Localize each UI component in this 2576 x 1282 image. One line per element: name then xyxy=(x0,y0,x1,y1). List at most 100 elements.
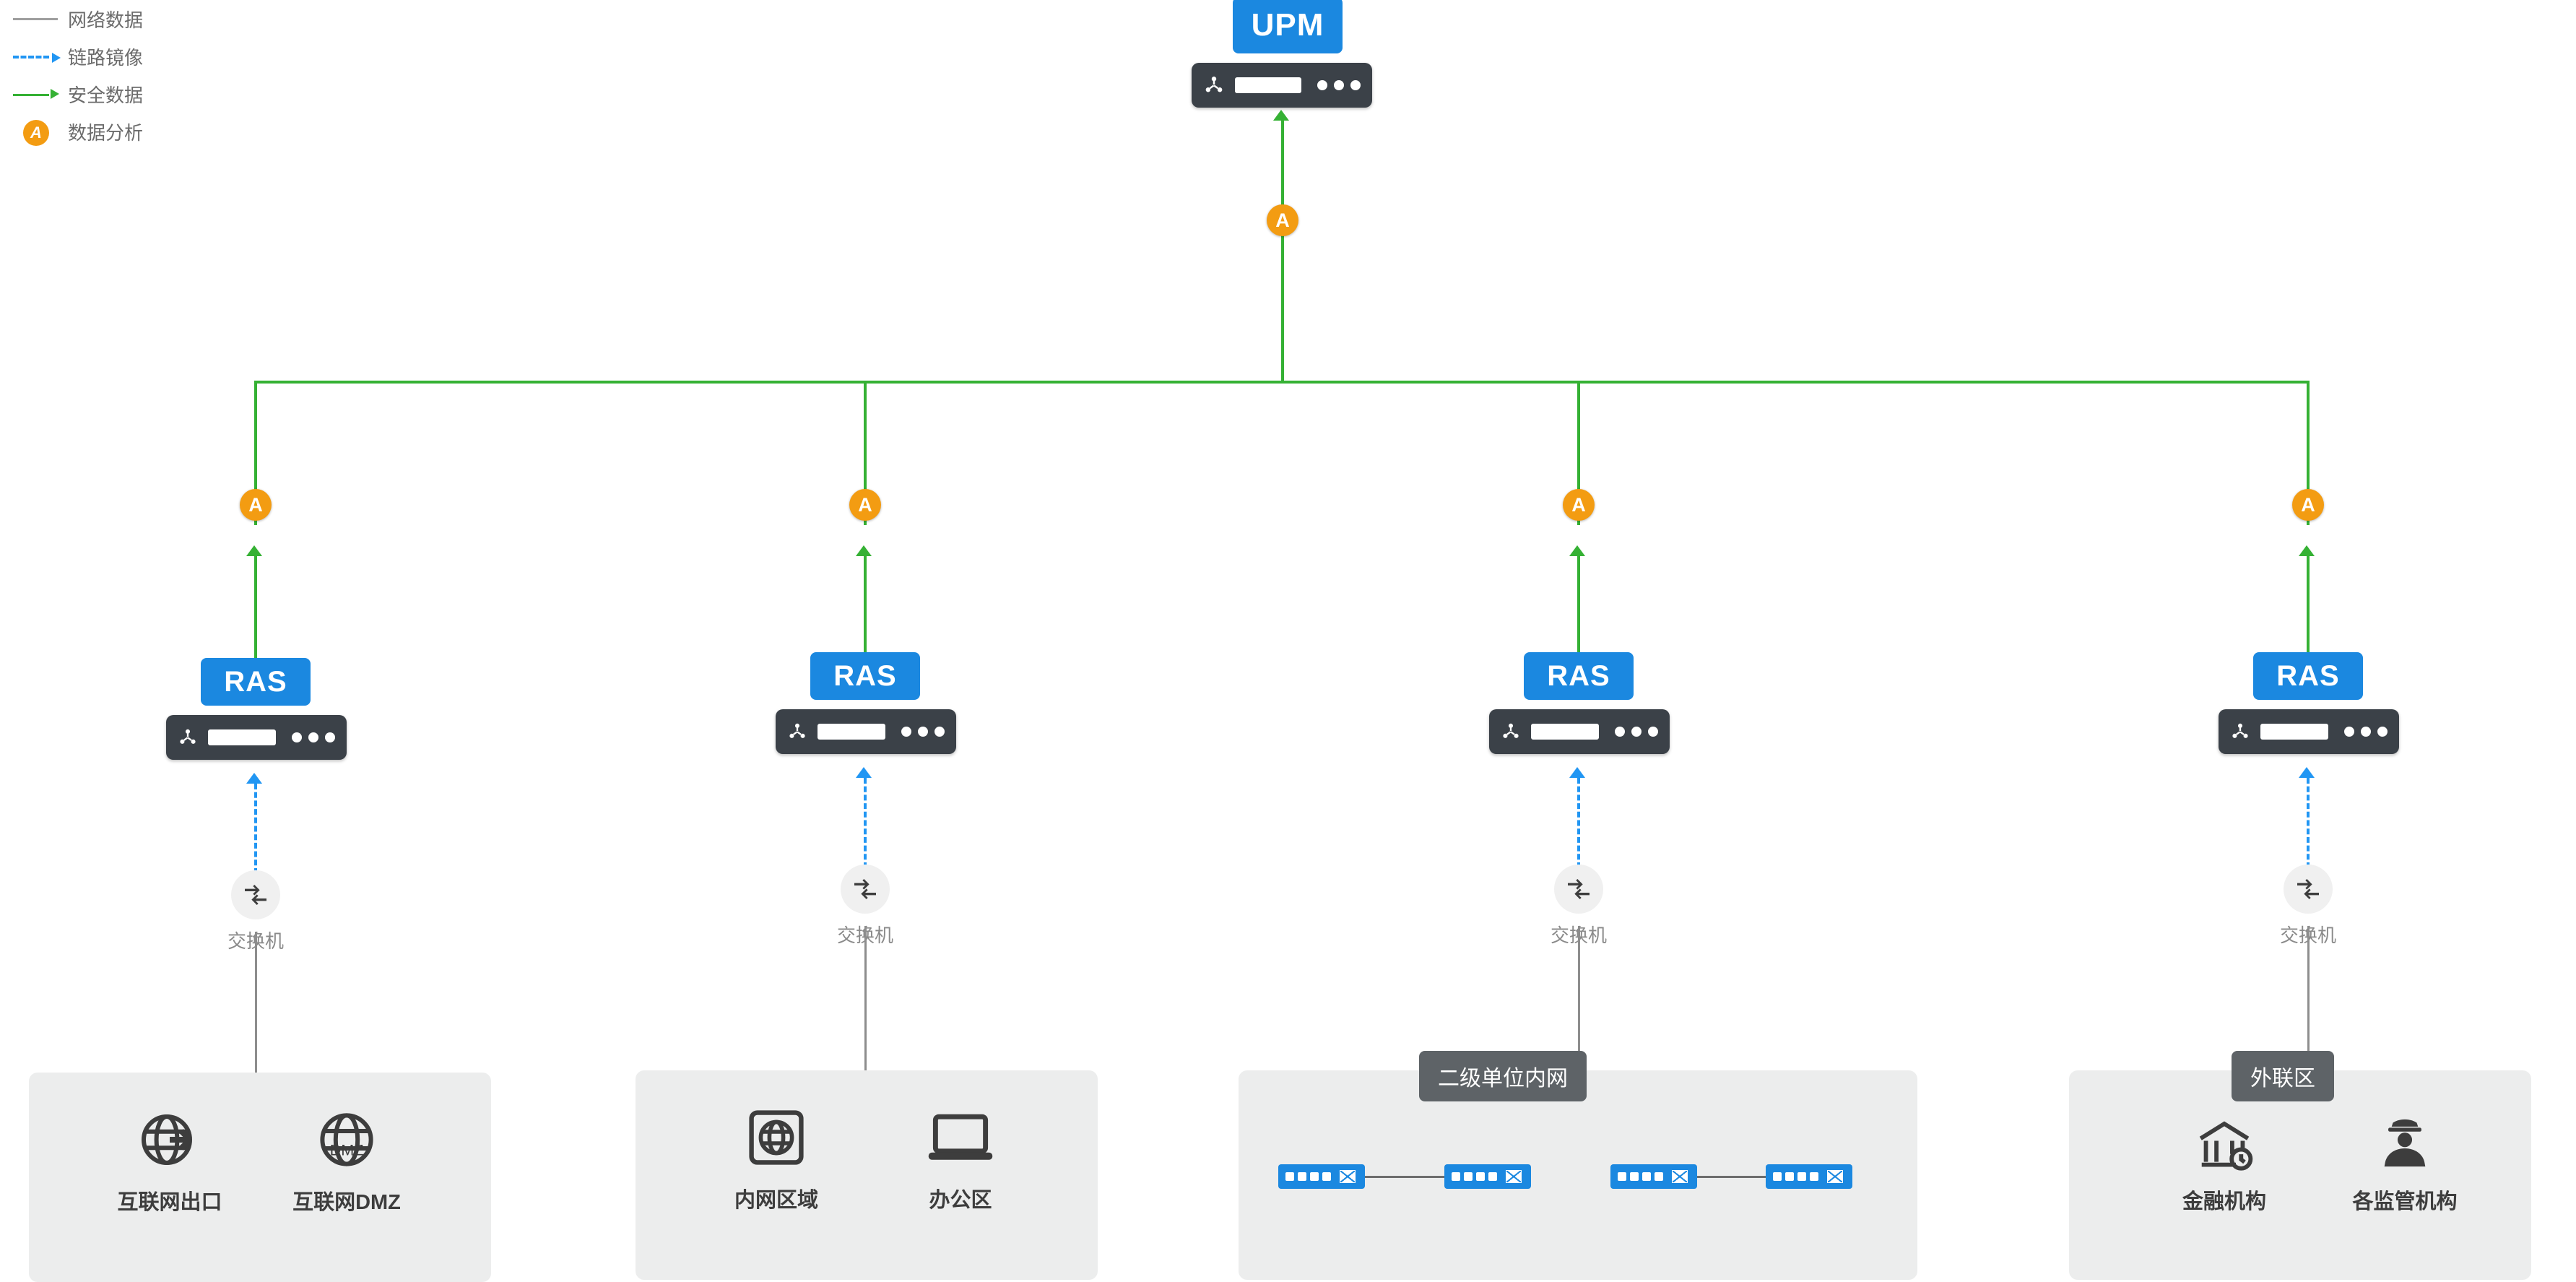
legend-item-network-data: 网络数据 xyxy=(7,0,224,38)
ras-node-label-1[interactable]: RAS xyxy=(201,658,311,706)
branch-line-1b xyxy=(254,556,257,693)
item-intranet-zone[interactable]: 内网区域 xyxy=(693,1103,859,1213)
group-box-internet xyxy=(29,1073,491,1282)
legend-label: 网络数据 xyxy=(68,9,144,31)
item-label: 互联网DMZ xyxy=(292,1191,401,1214)
mirror-arrow-4 xyxy=(2299,767,2315,778)
mirror-line-2 xyxy=(864,778,867,868)
switch-node-1[interactable] xyxy=(231,870,280,919)
cluster-icon xyxy=(180,729,196,744)
analysis-badge-upm[interactable]: A xyxy=(1267,204,1298,236)
upm-server[interactable] xyxy=(1192,63,1372,108)
legend: 网络数据 链路镜像 安全数据 A 数据分析 xyxy=(7,0,224,150)
orange-a-badge-icon: A xyxy=(7,120,64,146)
legend-label: 数据分析 xyxy=(68,121,144,144)
item-regulator-org[interactable]: 各监管机构 xyxy=(2322,1116,2488,1215)
branch-arrow-4 xyxy=(2299,545,2315,556)
mirror-arrow-1 xyxy=(246,773,262,784)
regulator-officer-icon xyxy=(2384,1119,2426,1167)
analysis-badge-4[interactable]: A xyxy=(2292,489,2324,521)
branch-line-1 xyxy=(254,381,257,525)
secondary-switch-2[interactable] xyxy=(1444,1164,1531,1189)
branch-line-3 xyxy=(1577,381,1580,525)
server-status-dots xyxy=(1317,80,1361,90)
item-label: 互联网出口 xyxy=(117,1191,222,1214)
server-bar xyxy=(208,729,276,745)
branch-arrow-1 xyxy=(246,545,262,556)
group-title-secondary: 二级单位内网 xyxy=(1419,1051,1587,1101)
bank-icon xyxy=(2199,1121,2253,1171)
server-status-dots xyxy=(292,732,335,742)
server-bar xyxy=(818,724,885,740)
data-line-3 xyxy=(1578,926,1580,1070)
switch-node-2[interactable] xyxy=(841,865,890,914)
laptop-icon xyxy=(928,1114,993,1160)
switch-node-4[interactable] xyxy=(2284,865,2333,914)
secondary-switch-3[interactable] xyxy=(1610,1164,1697,1189)
ras-node-label-4[interactable]: RAS xyxy=(2253,652,2363,700)
mirror-arrow-2 xyxy=(856,767,872,778)
item-office-zone[interactable]: 办公区 xyxy=(877,1103,1044,1213)
item-label: 金融机构 xyxy=(2182,1190,2266,1213)
analysis-badge-2[interactable]: A xyxy=(849,489,881,521)
trunk-arrow-upm xyxy=(1273,110,1289,121)
cluster-icon xyxy=(1503,723,1519,738)
branch-arrow-3 xyxy=(1569,545,1585,556)
secondary-switch-4[interactable] xyxy=(1766,1164,1852,1189)
mirror-line-1 xyxy=(254,784,257,874)
server-status-dots xyxy=(901,727,945,737)
cluster-icon xyxy=(789,723,805,738)
server-status-dots xyxy=(1615,727,1658,737)
ras-server-4[interactable] xyxy=(2219,709,2399,754)
item-financial-org[interactable]: 金融机构 xyxy=(2141,1116,2307,1215)
item-internet-exit[interactable]: 互联网出口 xyxy=(87,1105,253,1216)
switch-icon xyxy=(2297,879,2319,899)
svg-text:DMZ: DMZ xyxy=(330,1141,364,1159)
trunk-line-upm xyxy=(1281,116,1284,382)
ras-node-label-2[interactable]: RAS xyxy=(810,652,920,700)
branch-line-3b xyxy=(1577,556,1580,688)
ras-server-2[interactable] xyxy=(776,709,956,754)
server-status-dots xyxy=(2344,727,2388,737)
item-label: 内网区域 xyxy=(734,1189,818,1212)
legend-item-link-mirror: 链路镜像 xyxy=(7,38,224,75)
switch-icon xyxy=(1568,879,1590,899)
analysis-badge-3[interactable]: A xyxy=(1563,489,1595,521)
ras-server-1[interactable] xyxy=(166,715,347,760)
switch-node-3[interactable] xyxy=(1554,865,1603,914)
blue-dashed-arrow-icon xyxy=(7,49,64,64)
solid-gray-line-icon xyxy=(7,12,64,26)
ras-server-3[interactable] xyxy=(1489,709,1670,754)
server-bar xyxy=(1235,77,1301,93)
server-bar xyxy=(2260,724,2328,740)
green-arrow-icon xyxy=(7,87,64,101)
server-bar xyxy=(1531,724,1599,740)
secondary-switch-1[interactable] xyxy=(1278,1164,1365,1189)
horizontal-bus-line xyxy=(254,381,2309,384)
secondary-link-1 xyxy=(1365,1176,1444,1178)
data-line-1 xyxy=(255,932,257,1076)
legend-label: 安全数据 xyxy=(68,84,144,106)
data-line-2 xyxy=(864,926,867,1070)
group-box-intranet xyxy=(636,1070,1098,1280)
globe-arrow-icon xyxy=(142,1114,192,1165)
data-line-4 xyxy=(2307,926,2310,1070)
mirror-arrow-3 xyxy=(1569,767,1585,778)
mirror-line-4 xyxy=(2307,778,2310,868)
branch-line-2 xyxy=(864,381,867,525)
legend-label: 链路镜像 xyxy=(68,46,144,69)
globe-frame-icon xyxy=(749,1110,804,1165)
group-box-external xyxy=(2069,1070,2531,1280)
globe-dmz-icon: DMZ xyxy=(320,1113,373,1166)
branch-line-4 xyxy=(2307,381,2310,525)
legend-item-security-data: 安全数据 xyxy=(7,75,224,113)
item-internet-dmz[interactable]: DMZ 互联网DMZ xyxy=(264,1105,430,1216)
legend-item-data-analysis: A 数据分析 xyxy=(7,113,224,150)
upm-node-label[interactable]: UPM xyxy=(1233,0,1343,53)
analysis-badge-1[interactable]: A xyxy=(240,489,272,521)
cluster-icon xyxy=(1205,77,1223,92)
switch-icon xyxy=(245,885,266,905)
branch-line-2b xyxy=(864,556,867,688)
ras-node-label-3[interactable]: RAS xyxy=(1524,652,1634,700)
